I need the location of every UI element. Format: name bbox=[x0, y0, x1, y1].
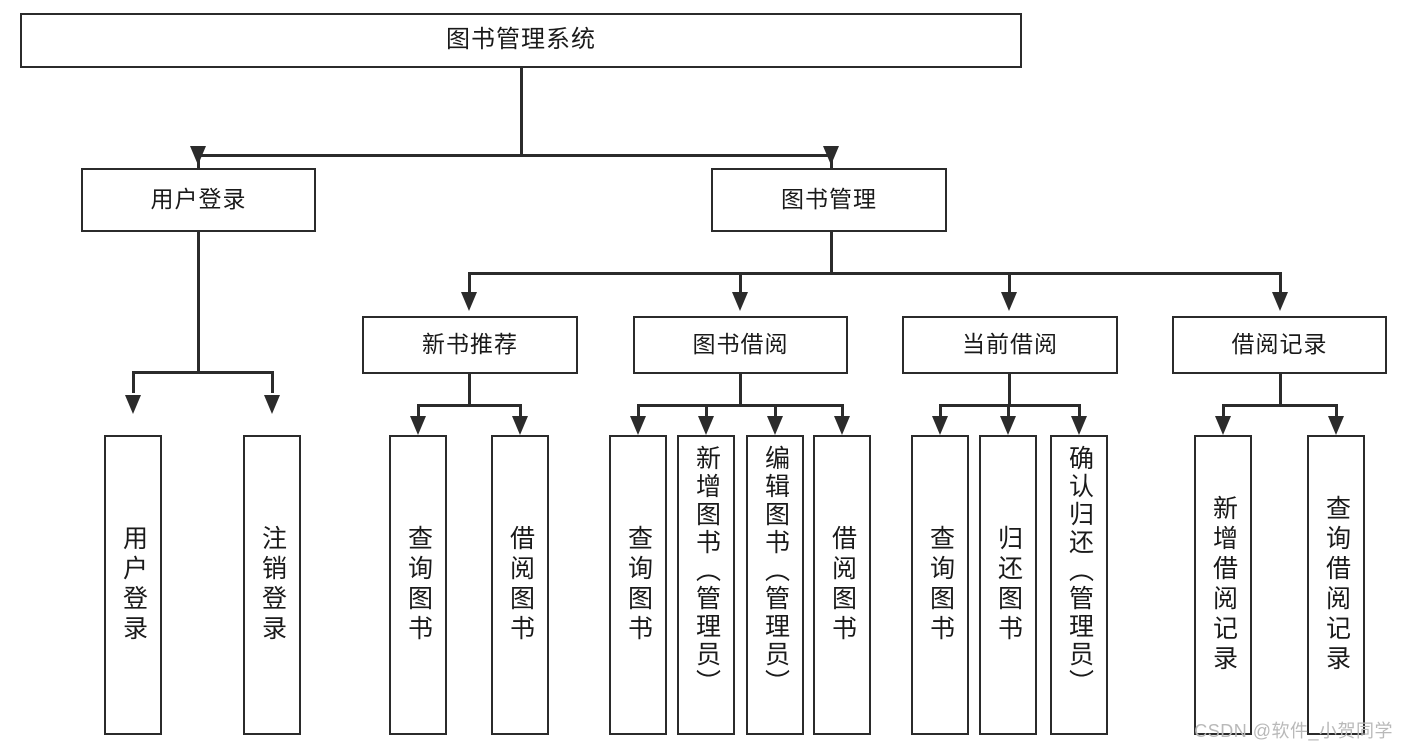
edge-current-to-leaf1 bbox=[939, 404, 942, 416]
edge-bookmgmt-to-borrow bbox=[739, 272, 742, 292]
node-label: 新增图书（管理员） bbox=[692, 445, 721, 697]
edge-bookmgmt-to-current bbox=[1008, 272, 1011, 292]
leaf-records-query-record[interactable]: 查询借阅记录 bbox=[1307, 435, 1365, 735]
node-label: 借阅图书 bbox=[828, 525, 857, 645]
node-label: 用户登录 bbox=[119, 525, 148, 645]
leaf-borrow-lend-book[interactable]: 借阅图书 bbox=[813, 435, 871, 735]
node-label: 用户登录 bbox=[150, 186, 247, 213]
arrowhead-current bbox=[1001, 292, 1017, 311]
edge-root-stem bbox=[520, 68, 523, 156]
edge-records-to-leaf2 bbox=[1335, 404, 1338, 416]
edge-current-stem bbox=[1008, 374, 1011, 406]
leaf-logout[interactable]: 注销登录 bbox=[243, 435, 301, 735]
arrowhead-current-confirm bbox=[1071, 416, 1087, 435]
edge-borrow-to-leaf4 bbox=[841, 404, 844, 416]
arrowhead-records-query bbox=[1328, 416, 1344, 435]
leaf-newbook-query-book[interactable]: 查询图书 bbox=[389, 435, 447, 735]
node-label: 查询图书 bbox=[926, 525, 955, 645]
node-label: 查询借阅记录 bbox=[1322, 495, 1351, 675]
leaf-borrow-add-book-admin[interactable]: 新增图书（管理员） bbox=[677, 435, 735, 735]
leaf-borrow-query-book[interactable]: 查询图书 bbox=[609, 435, 667, 735]
leaf-newbook-borrow-book[interactable]: 借阅图书 bbox=[491, 435, 549, 735]
edge-bookmgmt-to-new-book bbox=[468, 272, 471, 292]
arrowhead-new-book bbox=[461, 292, 477, 311]
edge-userlogin-stem bbox=[197, 232, 200, 373]
arrowhead-leaf-user-login bbox=[125, 395, 141, 414]
edge-newbook-to-leaf2 bbox=[519, 404, 522, 416]
node-label: 借阅记录 bbox=[1231, 331, 1328, 358]
node-label: 注销登录 bbox=[258, 525, 287, 645]
node-label: 新书推荐 bbox=[422, 331, 518, 358]
edge-current-bus bbox=[940, 404, 1080, 407]
node-label: 归还图书 bbox=[994, 525, 1023, 645]
edge-borrow-to-leaf1 bbox=[637, 404, 640, 416]
node-label: 借阅图书 bbox=[506, 525, 535, 645]
arrowhead-borrow-lend bbox=[834, 416, 850, 435]
edge-userlogin-to-leaf1 bbox=[132, 371, 135, 393]
edge-newbook-to-leaf1 bbox=[417, 404, 420, 416]
leaf-borrow-edit-book-admin[interactable]: 编辑图书（管理员） bbox=[746, 435, 804, 735]
watermark-text: CSDN @软件_小贺同学 bbox=[1194, 721, 1393, 741]
edge-bookmgmt-bus bbox=[469, 272, 1281, 275]
arrowhead-borrow bbox=[732, 292, 748, 311]
edge-newbook-stem bbox=[468, 374, 471, 406]
edge-newbook-bus bbox=[418, 404, 521, 407]
node-new-book-recommend[interactable]: 新书推荐 bbox=[362, 316, 578, 374]
arrowhead-current-query bbox=[932, 416, 948, 435]
node-root-library-system[interactable]: 图书管理系统 bbox=[20, 13, 1022, 68]
arrowhead-records bbox=[1272, 292, 1288, 311]
edge-userlogin-bus bbox=[133, 371, 273, 374]
leaf-records-add-record[interactable]: 新增借阅记录 bbox=[1194, 435, 1252, 735]
arrowhead-borrow-query bbox=[630, 416, 646, 435]
arrowhead-book-mgmt bbox=[823, 146, 839, 165]
edge-current-to-leaf3 bbox=[1078, 404, 1081, 416]
node-user-login[interactable]: 用户登录 bbox=[81, 168, 316, 232]
node-label: 确认归还（管理员） bbox=[1065, 445, 1094, 697]
edge-borrow-stem bbox=[739, 374, 742, 406]
node-book-borrow[interactable]: 图书借阅 bbox=[633, 316, 848, 374]
arrowhead-leaf-logout bbox=[264, 395, 280, 414]
node-label: 图书借阅 bbox=[692, 331, 789, 358]
edge-bookmgmt-to-records bbox=[1279, 272, 1282, 292]
node-label: 编辑图书（管理员） bbox=[761, 445, 790, 697]
node-label: 查询图书 bbox=[404, 525, 433, 645]
arrowhead-user-login bbox=[190, 146, 206, 165]
edge-bookmgmt-stem bbox=[830, 232, 833, 274]
edge-root-bus bbox=[198, 154, 832, 157]
node-label: 新增借阅记录 bbox=[1209, 495, 1238, 675]
node-label: 查询图书 bbox=[624, 525, 653, 645]
leaf-current-query-book[interactable]: 查询图书 bbox=[911, 435, 969, 735]
edge-records-stem bbox=[1279, 374, 1282, 406]
edge-records-to-leaf1 bbox=[1222, 404, 1225, 416]
node-current-borrow[interactable]: 当前借阅 bbox=[902, 316, 1118, 374]
leaf-user-login[interactable]: 用户登录 bbox=[104, 435, 162, 735]
edge-borrow-to-leaf3 bbox=[774, 404, 777, 416]
leaf-current-return-book[interactable]: 归还图书 bbox=[979, 435, 1037, 735]
node-borrow-records[interactable]: 借阅记录 bbox=[1172, 316, 1387, 374]
arrowhead-borrow-add bbox=[698, 416, 714, 435]
node-label: 图书管理系统 bbox=[446, 26, 596, 54]
edge-current-to-leaf2 bbox=[1007, 404, 1010, 416]
arrowhead-current-return bbox=[1000, 416, 1016, 435]
node-label: 当前借阅 bbox=[962, 331, 1058, 358]
edge-borrow-to-leaf2 bbox=[705, 404, 708, 416]
edge-records-bus bbox=[1223, 404, 1337, 407]
arrowhead-records-add bbox=[1215, 416, 1231, 435]
node-label: 图书管理 bbox=[781, 186, 877, 213]
leaf-current-confirm-return-admin[interactable]: 确认归还（管理员） bbox=[1050, 435, 1108, 735]
arrowhead-borrow-edit bbox=[767, 416, 783, 435]
arrowhead-newbook-query bbox=[410, 416, 426, 435]
node-book-management[interactable]: 图书管理 bbox=[711, 168, 947, 232]
arrowhead-newbook-borrow bbox=[512, 416, 528, 435]
edge-borrow-bus bbox=[638, 404, 843, 407]
edge-userlogin-to-leaf2 bbox=[271, 371, 274, 393]
